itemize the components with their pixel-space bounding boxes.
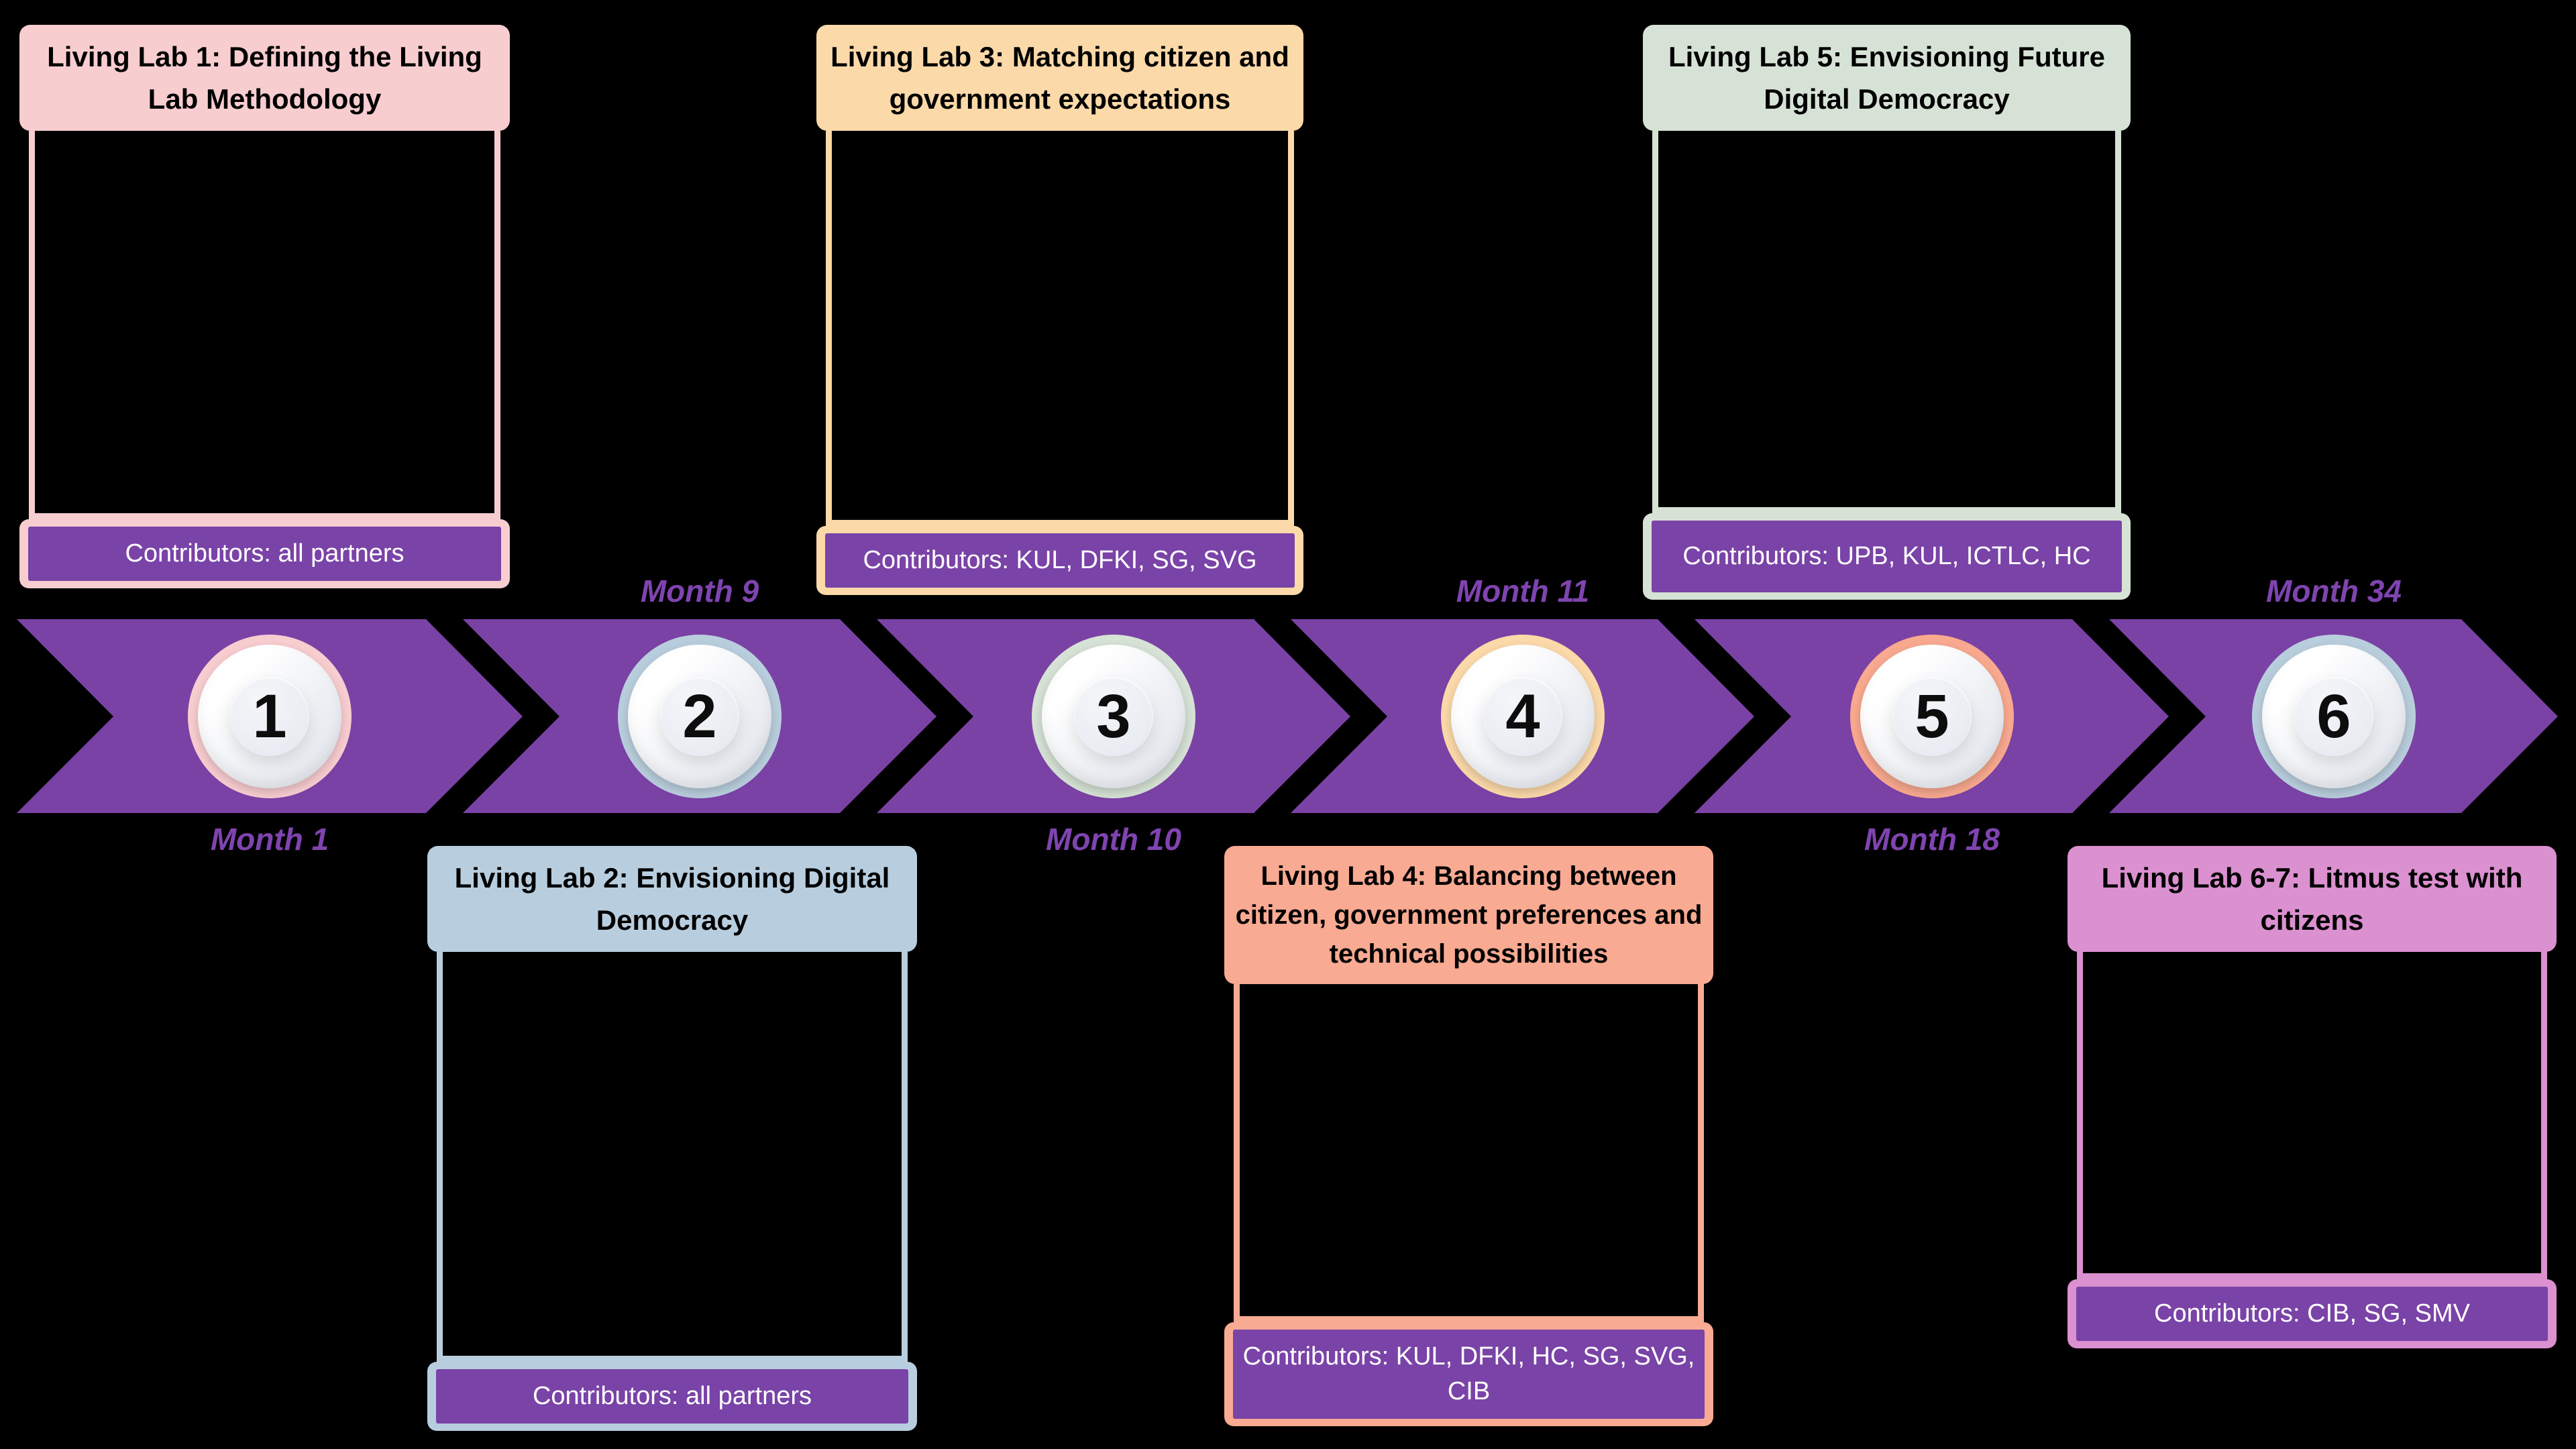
- milestone-1-circle-face: 1: [198, 645, 341, 788]
- milestone-1: Month 1 1: [188, 635, 352, 855]
- milestone-3-month-label: Month 10: [1046, 822, 1181, 857]
- milestone-6: Month 34 6: [2252, 576, 2416, 798]
- card-living-lab-5: Living Lab 5: Envisioning Future Digital…: [1643, 25, 2131, 600]
- card-living-lab-2-contributors: Contributors: all partners: [436, 1368, 908, 1424]
- card-living-lab-5-contributors: Contributors: UPB, KUL, ICTLC, HC: [1652, 520, 2122, 592]
- card-living-lab-1-footer: Contributors: all partners: [19, 519, 510, 588]
- card-living-lab-1-body: [29, 131, 500, 519]
- milestone-1-month-label: Month 1: [210, 822, 329, 857]
- card-living-lab-2-body: [437, 952, 908, 1362]
- card-living-lab-6-7-contributors: Contributors: CIB, SG, SMV: [2076, 1286, 2548, 1341]
- milestone-6-circle-inner: 6: [2294, 677, 2373, 756]
- card-living-lab-5-footer: Contributors: UPB, KUL, ICTLC, HC: [1643, 513, 2131, 600]
- milestone-2: Month 9 2: [618, 576, 782, 798]
- card-living-lab-6-7-body: [2077, 952, 2547, 1279]
- card-living-lab-1-contributors: Contributors: all partners: [28, 526, 501, 581]
- milestone-5-month-label: Month 18: [1864, 822, 2000, 857]
- milestone-4-number: 4: [1505, 682, 1540, 751]
- milestone-5-circle-inner: 5: [1892, 677, 1972, 756]
- milestone-4-circle-face: 4: [1451, 645, 1595, 788]
- milestone-4-circle-inner: 4: [1483, 677, 1562, 756]
- milestone-1-circle: 1: [188, 635, 352, 798]
- milestone-3-circle-face: 3: [1042, 645, 1185, 788]
- milestone-3-circle: 3: [1032, 635, 1195, 798]
- milestone-6-number: 6: [2316, 682, 2351, 751]
- milestone-6-circle: 6: [2252, 635, 2416, 798]
- milestone-6-month-label: Month 34: [2266, 574, 2402, 608]
- milestone-5-number: 5: [1915, 682, 1949, 751]
- card-living-lab-3-contributors: Contributors: KUL, DFKI, SG, SVG: [825, 533, 1295, 588]
- card-living-lab-4: Living Lab 4: Balancing between citizen,…: [1224, 846, 1713, 1426]
- card-living-lab-4-contributors: Contributors: KUL, DFKI, HC, SG, SVG, CI…: [1233, 1330, 1705, 1419]
- milestone-2-circle-inner: 2: [660, 677, 739, 756]
- card-living-lab-3-title: Living Lab 3: Matching citizen and gover…: [816, 25, 1303, 131]
- milestone-3-circle-inner: 3: [1074, 677, 1153, 756]
- card-living-lab-2-footer: Contributors: all partners: [427, 1361, 917, 1431]
- milestone-6-circle-face: 6: [2262, 645, 2406, 788]
- milestone-1-circle-inner: 1: [230, 677, 309, 756]
- card-living-lab-5-title: Living Lab 5: Envisioning Future Digital…: [1643, 25, 2131, 131]
- milestone-5-circle-face: 5: [1860, 645, 2004, 788]
- card-living-lab-2-title: Living Lab 2: Envisioning Digital Democr…: [427, 846, 917, 952]
- card-living-lab-6-7-title: Living Lab 6-7: Litmus test with citizen…: [2068, 846, 2557, 952]
- card-living-lab-3-body: [826, 131, 1294, 526]
- card-living-lab-4-body: [1234, 984, 1704, 1323]
- card-living-lab-6-7: Living Lab 6-7: Litmus test with citizen…: [2068, 846, 2557, 1348]
- milestone-1-number: 1: [252, 682, 287, 751]
- milestone-5-circle: 5: [1850, 635, 2014, 798]
- card-living-lab-3: Living Lab 3: Matching citizen and gover…: [816, 25, 1303, 595]
- card-living-lab-1: Living Lab 1: Defining the Living Lab Me…: [19, 25, 510, 588]
- milestone-2-circle-face: 2: [628, 645, 771, 788]
- milestone-2-number: 2: [682, 682, 717, 751]
- card-living-lab-6-7-footer: Contributors: CIB, SG, SMV: [2068, 1279, 2557, 1348]
- card-living-lab-1-title: Living Lab 1: Defining the Living Lab Me…: [19, 25, 510, 131]
- card-living-lab-2: Living Lab 2: Envisioning Digital Democr…: [427, 846, 917, 1431]
- card-living-lab-5-body: [1652, 131, 2121, 513]
- milestone-2-month-label: Month 9: [640, 574, 759, 608]
- milestone-3: Month 10 3: [1032, 635, 1195, 855]
- milestone-3-number: 3: [1096, 682, 1131, 751]
- milestone-4: Month 11 4: [1441, 576, 1605, 798]
- milestone-5: Month 18 5: [1850, 635, 2014, 855]
- card-living-lab-4-footer: Contributors: KUL, DFKI, HC, SG, SVG, CI…: [1224, 1322, 1713, 1426]
- card-living-lab-3-footer: Contributors: KUL, DFKI, SG, SVG: [816, 525, 1303, 595]
- card-living-lab-4-title: Living Lab 4: Balancing between citizen,…: [1224, 846, 1713, 984]
- milestone-4-circle: 4: [1441, 635, 1605, 798]
- milestone-4-month-label: Month 11: [1456, 574, 1590, 608]
- milestone-2-circle: 2: [618, 635, 782, 798]
